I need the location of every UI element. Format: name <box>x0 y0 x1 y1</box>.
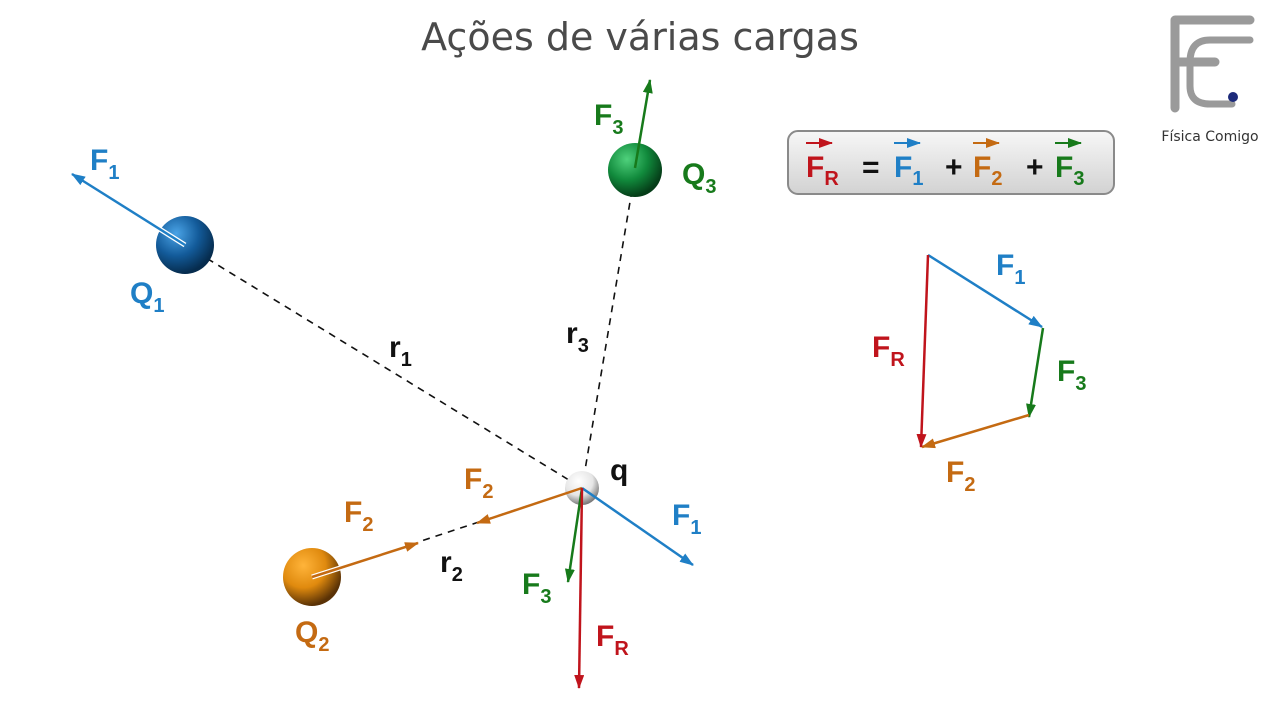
equation: FR = F1 + F2 + F3 <box>806 138 1084 190</box>
polygon-arrow-f3 <box>1026 327 1045 418</box>
label-q2: Q2 <box>295 616 329 656</box>
label-q: q <box>610 454 628 487</box>
equation-term-f1: F1 <box>894 151 923 190</box>
force-arrow-f3-on-q <box>564 487 584 583</box>
label-f2-on-q2: F2 <box>344 496 373 536</box>
charge-q3 <box>608 143 662 197</box>
label-f3-on-q3: F3 <box>594 99 623 139</box>
force-arrow-f1-on-q <box>581 486 694 567</box>
label-fr-on-q: FR <box>596 620 629 660</box>
equation-box <box>787 130 1115 195</box>
polygon-arrow-f1 <box>927 253 1043 329</box>
polygon-label-f3: F3 <box>1057 355 1086 395</box>
label-r3: r3 <box>566 317 589 357</box>
polygon-arrow-f2 <box>921 413 1030 449</box>
logo-icon <box>1170 15 1255 113</box>
equation-plus: + <box>945 151 963 184</box>
distance-line-r1 <box>184 244 583 489</box>
force-arrow-f3-on-q3 <box>633 79 653 169</box>
force-arrow-f2-on-q <box>476 486 583 525</box>
polygon-label-fr: FR <box>872 331 905 371</box>
label-q3: Q3 <box>682 158 716 198</box>
label-r2: r2 <box>440 546 463 586</box>
label-f1-on-q: F1 <box>672 499 701 539</box>
polygon-arrow-fr <box>916 254 930 448</box>
label-f2-on-q: F2 <box>464 463 493 503</box>
equation-lhs: FR <box>806 151 839 190</box>
distance-line-r3 <box>581 189 633 489</box>
polygon-label-f1: F1 <box>996 249 1025 289</box>
label-f1-on-q1: F1 <box>90 144 119 184</box>
equation-term-f2: F2 <box>973 151 1002 190</box>
page-title: Ações de várias cargas <box>421 15 859 59</box>
equation-equals: = <box>862 151 880 184</box>
equation-term-f3: F3 <box>1055 151 1084 190</box>
force-arrow-fr-on-q <box>574 487 585 689</box>
force-arrow-f1-on-q1 <box>70 171 187 248</box>
force-arrow-f2-on-q2 <box>311 540 419 580</box>
label-r1: r1 <box>389 331 412 371</box>
label-f3-on-q: F3 <box>522 568 551 608</box>
vector-polygon <box>916 253 1045 449</box>
logo-name: Física Comigo <box>1161 129 1258 145</box>
equation-plus: + <box>1026 151 1044 184</box>
polygon-label-f2: F2 <box>946 456 975 496</box>
label-q1: Q1 <box>130 277 164 317</box>
